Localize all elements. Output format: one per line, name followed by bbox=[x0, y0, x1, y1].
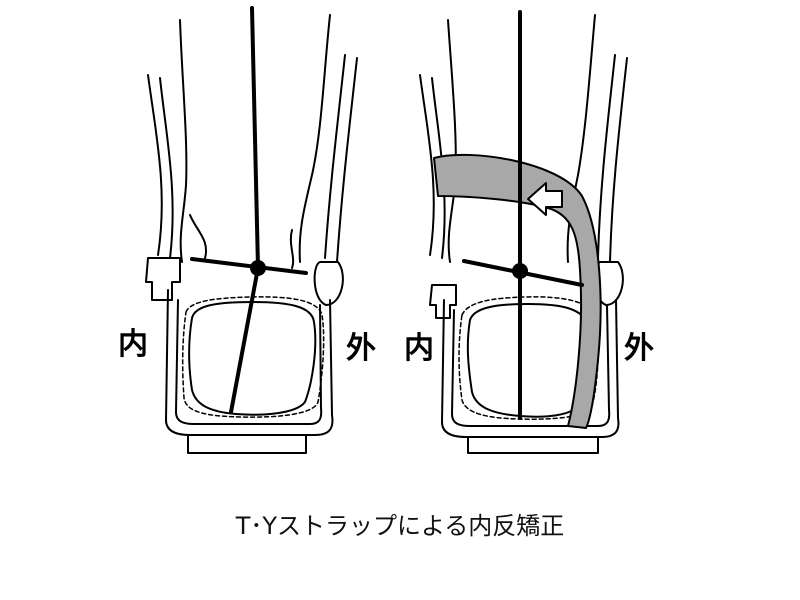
left-shoe-sole bbox=[187, 434, 307, 454]
left-shoe-inner-shell bbox=[175, 299, 323, 425]
left-ankle-contour bbox=[189, 214, 295, 269]
left-horizontal-axis bbox=[190, 257, 308, 275]
right-leg-figure bbox=[419, 10, 628, 454]
left-heel bbox=[188, 301, 317, 416]
left-brace-outer-upright bbox=[324, 54, 358, 263]
left-brace-joint-outer bbox=[313, 261, 344, 306]
left-brace-inner-upright bbox=[147, 74, 174, 259]
right-outer-label: 外 bbox=[624, 331, 654, 366]
left-outer-label: 外 bbox=[346, 331, 376, 366]
left-deviated-axis bbox=[229, 266, 260, 414]
left-brace-joint-inner bbox=[145, 257, 181, 301]
left-inner-label: 内 bbox=[118, 327, 148, 362]
left-foot-dashed-outline bbox=[181, 296, 325, 418]
right-heel bbox=[466, 303, 591, 418]
right-axis-center bbox=[512, 263, 528, 279]
arrow-left-icon bbox=[527, 182, 563, 216]
right-brace-outer-upright bbox=[597, 54, 628, 263]
figure-caption: T･Yストラップによる内反矯正 bbox=[235, 512, 565, 540]
right-brace-joint-inner bbox=[429, 284, 457, 319]
left-vertical-axis bbox=[250, 6, 260, 270]
right-leg-outline-outer bbox=[566, 14, 596, 263]
right-shoe-inner-shell bbox=[451, 304, 611, 427]
left-leg-figure bbox=[145, 6, 358, 454]
right-leg-outline-inner bbox=[447, 19, 457, 263]
right-shoe-sole bbox=[467, 436, 599, 454]
left-leg-outline-inner bbox=[179, 19, 188, 263]
t-y-strap bbox=[433, 153, 602, 429]
left-axis-center bbox=[250, 260, 266, 276]
right-inner-label: 内 bbox=[404, 331, 434, 366]
left-leg-outline-outer bbox=[298, 14, 331, 263]
